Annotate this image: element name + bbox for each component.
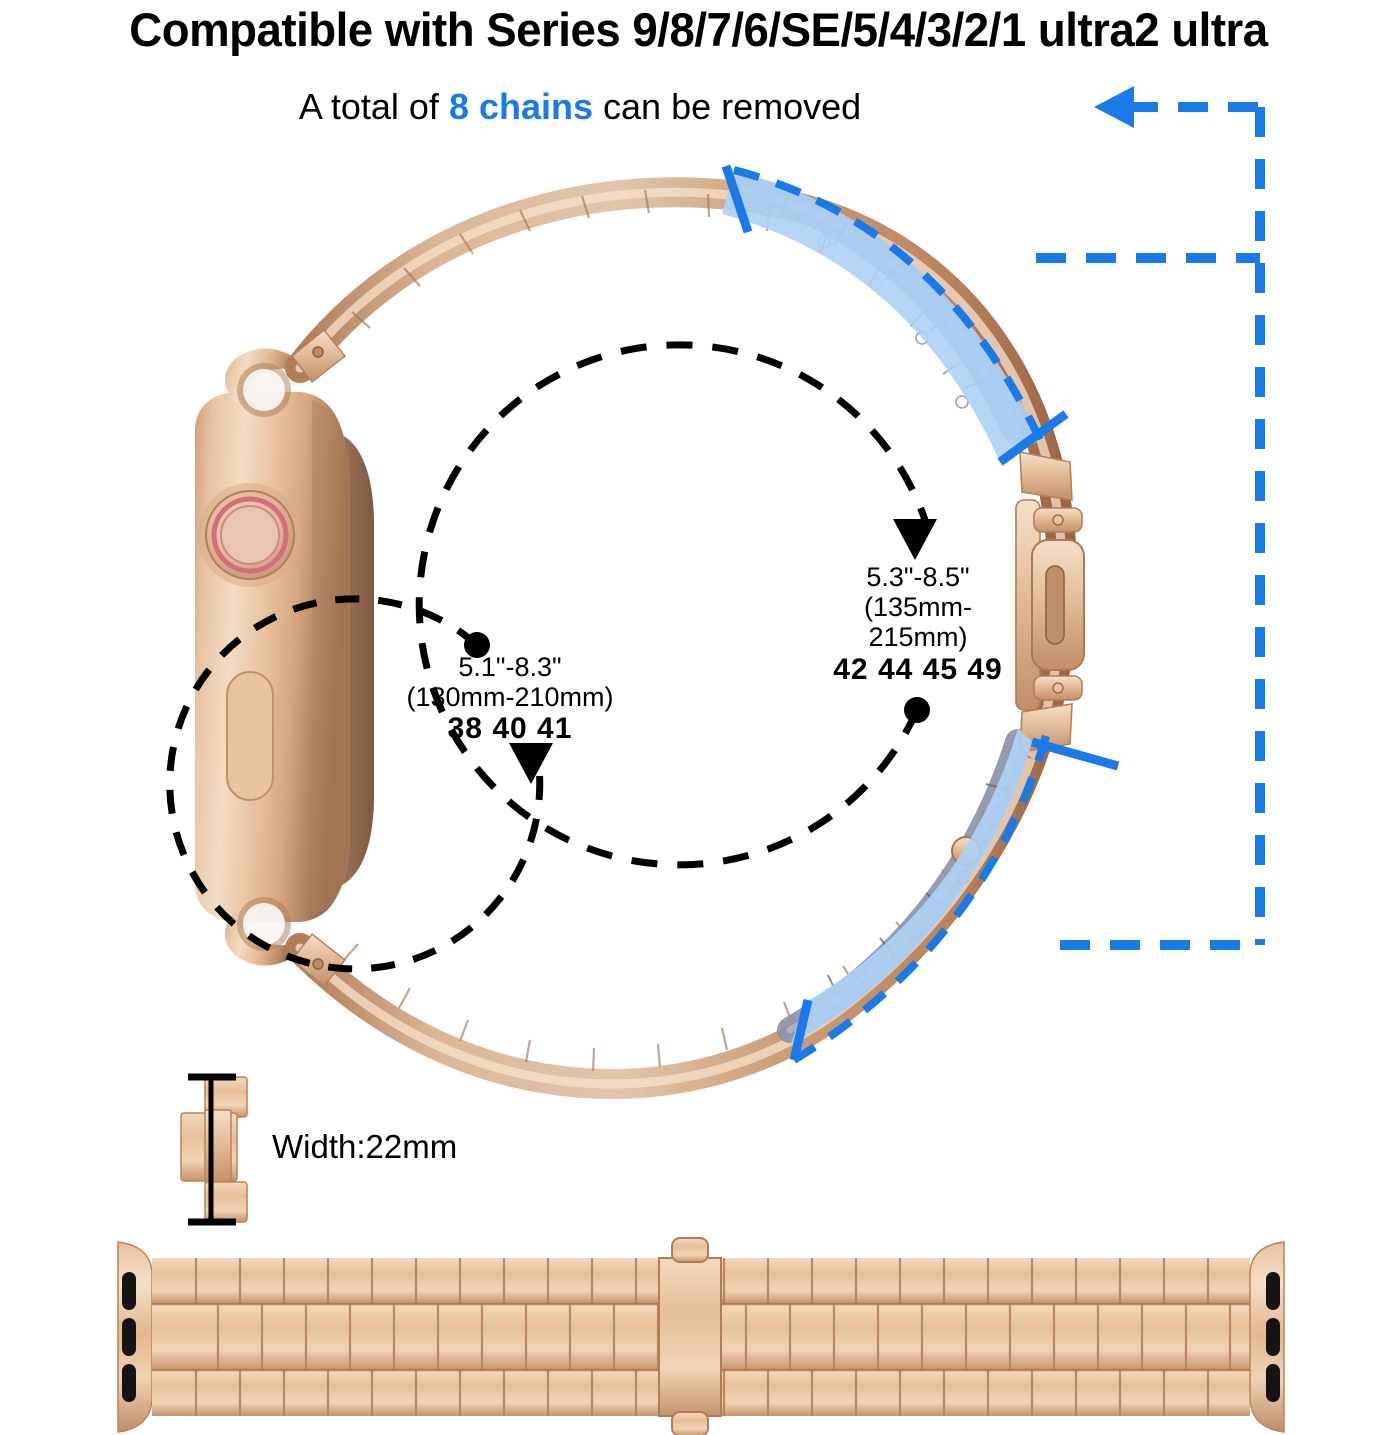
subtitle-before: A total of (298, 86, 449, 127)
inner-mm: (130mm-210mm) (406, 682, 614, 713)
outer-sizes: 42 44 45 49 (833, 652, 1003, 686)
callout-connector (1036, 102, 1265, 950)
outer-inches: 5.3"-8.5" (866, 562, 970, 592)
folding-clasp (1015, 451, 1085, 753)
width-diagram (180, 1073, 248, 1226)
width-label: Width:22mm (272, 1128, 458, 1165)
measurement-label-outer: 5.3"-8.5" (135mm- 215mm) 42 44 45 49 (830, 562, 1006, 686)
removable-links-lower (777, 729, 1031, 1043)
measurement-label-inner: 5.1"-8.3" (130mm-210mm) 38 40 41 (380, 652, 640, 746)
side-button (226, 671, 274, 801)
inner-sizes: 38 40 41 (447, 712, 573, 746)
bracelet-flat-view (117, 1237, 1285, 1435)
bracelet-clasp-plate (658, 1237, 722, 1435)
adapter-slot (122, 1318, 136, 1356)
subtitle-after: can be removed (593, 86, 862, 127)
callout-arrow-icon (1094, 86, 1134, 128)
size-circle-inner (166, 595, 553, 973)
chains-subtitle: A total of 8 chains can be removed (0, 86, 1160, 128)
size-circle-outer (415, 341, 937, 869)
adapter-slot (1266, 1272, 1280, 1310)
removable-highlight-lower (789, 728, 1120, 1064)
chains-count-highlight: 8 chains (448, 86, 594, 127)
adapter-slot (1266, 1318, 1280, 1356)
removable-highlight-upper (721, 164, 1069, 466)
digital-crown-icon (198, 483, 302, 587)
adapter-slot (122, 1364, 136, 1402)
adapter-slot (1266, 1364, 1280, 1402)
outer-mm-line2: 215mm) (868, 622, 968, 653)
adapter-slot (122, 1272, 136, 1310)
watch-case-side-profile (195, 348, 374, 966)
inner-inches: 5.1"-8.3" (458, 652, 562, 682)
outer-mm-line1: (135mm- (863, 592, 972, 623)
page-title: Compatible with Series 9/8/7/6/SE/5/4/3/… (129, 3, 1268, 56)
